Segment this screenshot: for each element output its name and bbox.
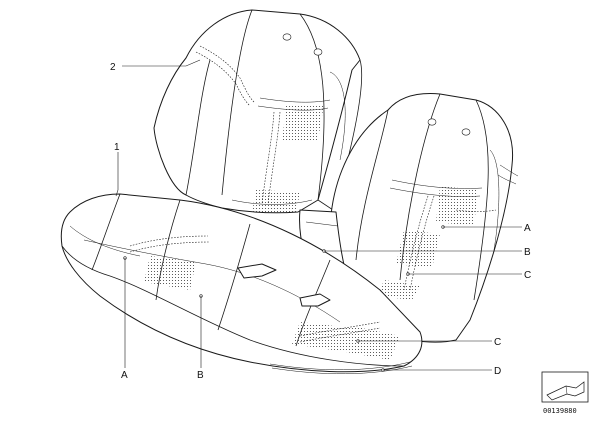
callout-b-bottom: B bbox=[197, 370, 204, 381]
callout-d-right: D bbox=[494, 366, 501, 377]
reference-symbol-box bbox=[541, 371, 589, 403]
left-backrest bbox=[153, 9, 363, 214]
headrest-hole-icon bbox=[461, 128, 471, 136]
belt-buckle-icon bbox=[299, 293, 331, 307]
callout-c-right-upper: C bbox=[524, 270, 531, 281]
callout-a-right: A bbox=[524, 223, 531, 234]
callout-c-right-lower: C bbox=[494, 337, 501, 348]
arrow-symbol-icon bbox=[546, 381, 585, 401]
headrest-hole-icon bbox=[282, 33, 292, 41]
diagram-number: 00139880 bbox=[543, 407, 577, 415]
leader-lines bbox=[115, 59, 522, 372]
headrest-hole-icon bbox=[313, 48, 323, 56]
seat-cushion bbox=[60, 193, 423, 374]
right-backrest bbox=[329, 93, 519, 343]
callout-part-2: 2 bbox=[110, 62, 116, 73]
callout-part-1: 1 bbox=[114, 142, 120, 153]
headrest-hole-icon bbox=[427, 118, 437, 126]
callout-b-right: B bbox=[524, 247, 531, 258]
callout-a-bottom: A bbox=[121, 370, 128, 381]
belt-buckle-icon bbox=[237, 263, 277, 279]
